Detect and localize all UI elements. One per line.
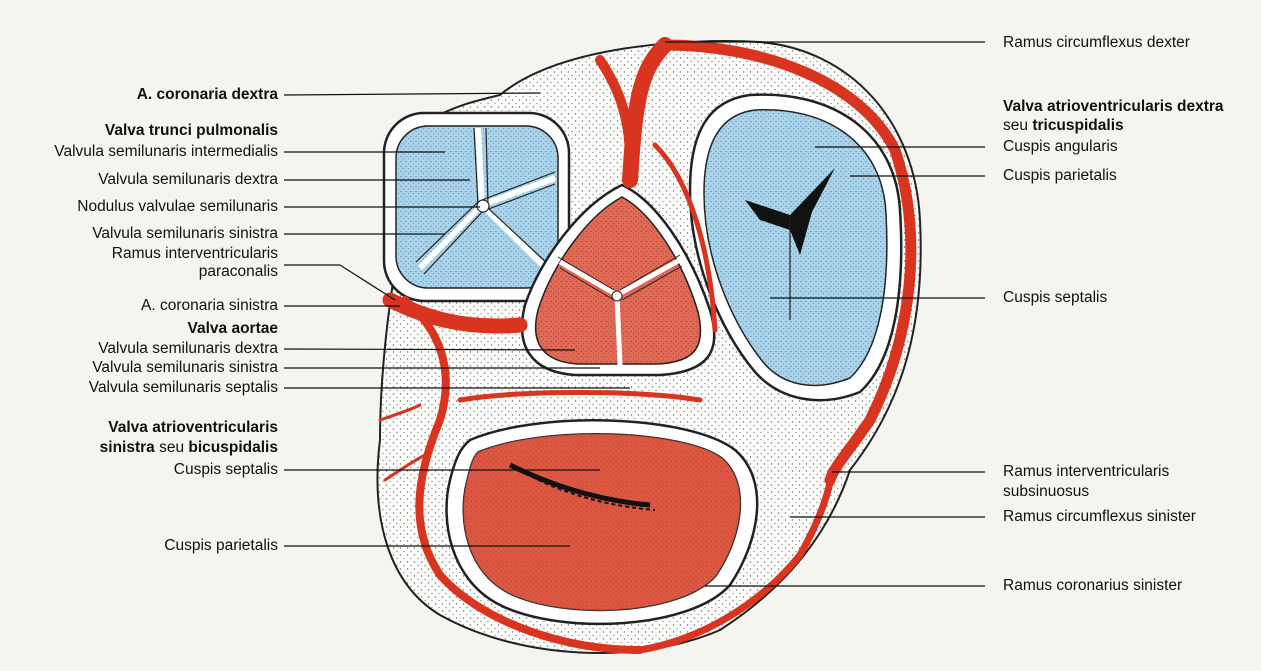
label-ramus-interventricularis-line1: Ramus interventricularis — [112, 245, 278, 263]
label-valvula-semilunaris-sinistra-pulmonalis: Valvula semilunaris sinistra — [92, 225, 278, 243]
label-cuspis-parietalis-right: Cuspis parietalis — [1003, 167, 1117, 185]
label-valva-av-dextra-line1: Valva atrioventricularis dextra — [1003, 98, 1224, 116]
mitral-valve — [447, 420, 758, 624]
label-valvula-semilunaris-intermedialis: Valvula semilunaris intermedialis — [54, 143, 278, 161]
label-valva-av-dextra-line2: seu tricuspidalis — [1003, 117, 1124, 135]
label-a-coronaria-sinistra: A. coronaria sinistra — [141, 297, 278, 315]
label-cuspis-parietalis-left: Cuspis parietalis — [164, 537, 278, 555]
label-ramus-circumflexus-dexter: Ramus circumflexus dexter — [1003, 34, 1190, 52]
label-valvula-semilunaris-dextra-pulmonalis: Valvula semilunaris dextra — [98, 171, 278, 189]
label-ramus-interventricularis-subsinuosus-line2: subsinuosus — [1003, 483, 1089, 501]
label-ramus-interventricularis-subsinuosus-line1: Ramus interventricularis — [1003, 463, 1169, 481]
label-valva-aortae: Valva aortae — [188, 320, 278, 338]
label-ramus-circumflexus-sinister: Ramus circumflexus sinister — [1003, 508, 1196, 526]
label-valva-av-sinistra-line2: sinistra seu bicuspidalis — [100, 439, 278, 457]
label-nodulus-valvulae-semilunaris: Nodulus valvulae semilunaris — [77, 198, 278, 216]
label-cuspis-angularis: Cuspis angularis — [1003, 138, 1118, 156]
label-ramus-interventricularis-line2: paraconalis — [199, 263, 278, 281]
label-sinistra: sinistra — [100, 439, 155, 456]
label-a-coronaria-dextra: A. coronaria dextra — [137, 86, 278, 104]
label-cuspis-septalis-left: Cuspis septalis — [174, 461, 278, 479]
label-tricuspidalis: tricuspidalis — [1032, 117, 1123, 134]
label-seu: seu — [155, 439, 189, 456]
label-valva-trunci-pulmonalis: Valva trunci pulmonalis — [105, 122, 278, 140]
label-valvula-semilunaris-septalis: Valvula semilunaris septalis — [89, 379, 278, 397]
label-seu-right: seu — [1003, 117, 1032, 134]
label-bicuspidalis: bicuspidalis — [188, 439, 278, 456]
label-valvula-semilunaris-dextra-aortae: Valvula semilunaris dextra — [98, 340, 278, 358]
label-cuspis-septalis-right: Cuspis septalis — [1003, 289, 1107, 307]
label-valvula-semilunaris-sinistra-aortae: Valvula semilunaris sinistra — [92, 359, 278, 377]
label-ramus-coronarius-sinister: Ramus coronarius sinister — [1003, 577, 1182, 595]
label-valva-av-sinistra-line1: Valva atrioventricularis — [108, 419, 278, 437]
